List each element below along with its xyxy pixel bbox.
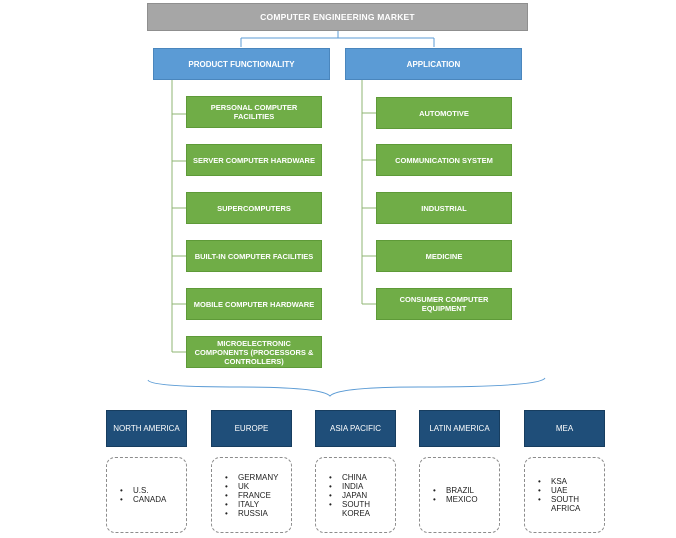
market-title: COMPUTER ENGINEERING MARKET [147,3,528,31]
segment-industrial: INDUSTRIAL [376,192,512,224]
country-item: KSA [538,477,604,486]
country-item: SOUTH AFRICA [538,495,604,513]
country-item: U.S. [120,486,166,495]
region-north-america: NORTH AMERICA [106,410,187,447]
segment-microelectronic-components: MICROELECTRONIC COMPONENTS (PROCESSORS &… [186,336,322,368]
segment-consumer-computer-equipment: CONSUMER COMPUTER EQUIPMENT [376,288,512,320]
segment-communication-system: COMMUNICATION SYSTEM [376,144,512,176]
region-europe: EUROPE [211,410,292,447]
country-item: CHINA [329,473,395,482]
countries-latin-america: BRAZIL MEXICO [419,457,500,533]
country-item: UK [225,482,278,491]
country-item: ITALY [225,500,278,509]
countries-north-america: U.S. CANADA [106,457,187,533]
region-latin-america: LATIN AMERICA [419,410,500,447]
countries-europe: GERMANY UK FRANCE ITALY RUSSIA [211,457,292,533]
segment-personal-computer-facilities: PERSONAL COMPUTER FACILITIES [186,96,322,128]
country-item: MEXICO [433,495,477,504]
segment-supercomputers: SUPERCOMPUTERS [186,192,322,224]
category-application: APPLICATION [345,48,522,80]
country-item: RUSSIA [225,509,278,518]
segment-medicine: MEDICINE [376,240,512,272]
region-brace [147,377,546,397]
country-item: SOUTH KOREA [329,500,395,518]
region-asia-pacific: ASIA PACIFIC [315,410,396,447]
country-item: INDIA [329,482,395,491]
segment-server-computer-hardware: SERVER COMPUTER HARDWARE [186,144,322,176]
category-product-functionality: PRODUCT FUNCTIONALITY [153,48,330,80]
segment-automotive: AUTOMOTIVE [376,97,512,129]
countries-asia-pacific: CHINA INDIA JAPAN SOUTH KOREA [315,457,396,533]
region-mea: MEA [524,410,605,447]
country-item: FRANCE [225,491,278,500]
country-item: GERMANY [225,473,279,482]
country-item: BRAZIL [433,486,478,495]
segment-built-in-computer-facilities: BUILT-IN COMPUTER FACILITIES [186,240,322,272]
countries-mea: KSA UAE SOUTH AFRICA [524,457,605,533]
country-item: JAPAN [329,491,395,500]
country-item: UAE [538,486,604,495]
country-item: CANADA [120,495,166,504]
segment-mobile-computer-hardware: MOBILE COMPUTER HARDWARE [186,288,322,320]
